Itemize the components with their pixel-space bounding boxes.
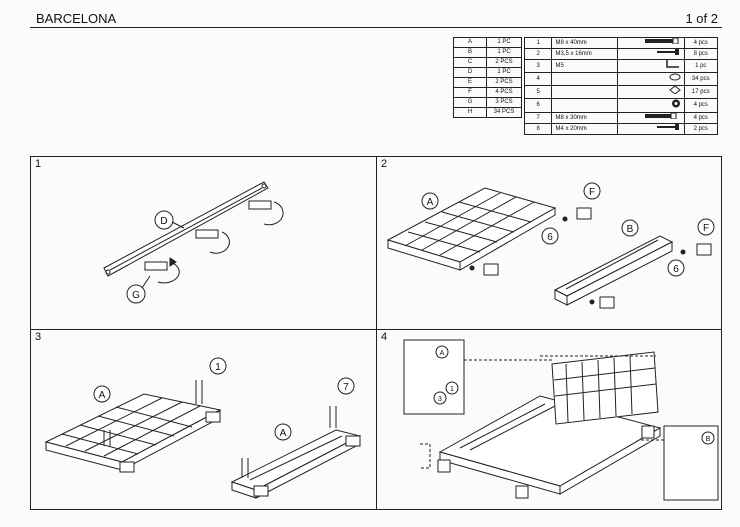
screw-icon — [656, 124, 679, 130]
svg-text:A: A — [427, 197, 434, 208]
header-rule — [30, 27, 722, 28]
svg-text:3: 3 — [438, 396, 442, 403]
callout-label: G — [132, 290, 140, 301]
svg-text:F: F — [703, 223, 709, 234]
step-number: 1 — [35, 158, 42, 170]
callout-label: D — [160, 216, 167, 227]
leg-piece — [195, 229, 230, 254]
svg-text:B: B — [627, 224, 634, 235]
svg-text:A: A — [440, 350, 445, 357]
washer-icon — [669, 73, 681, 81]
svg-text:1: 1 — [215, 362, 221, 373]
leg-piece — [248, 200, 284, 226]
page-title: BARCELONA — [36, 11, 117, 26]
step-number: 4 — [381, 331, 388, 343]
svg-text:A: A — [280, 428, 287, 439]
svg-text:1: 1 — [450, 386, 454, 393]
svg-text:6: 6 — [673, 264, 679, 275]
leg-piece — [144, 257, 180, 284]
step2-drawing: A F 6 B F 6 — [386, 182, 715, 309]
step3-drawing: A 1 7 A — [44, 357, 362, 499]
svg-text:6: 6 — [547, 232, 553, 243]
svg-text:F: F — [589, 187, 595, 198]
page-number: 1 of 2 — [685, 11, 718, 26]
allen-key-icon — [665, 60, 679, 68]
screw-icon — [656, 49, 679, 55]
nut-icon — [671, 99, 680, 108]
svg-text:B: B — [706, 436, 711, 443]
step-number: 2 — [381, 158, 388, 170]
step1-drawing: D G — [103, 181, 284, 304]
svg-text:A: A — [99, 390, 106, 401]
step4-drawing: A 3 1 B — [403, 339, 719, 501]
step-number: 3 — [35, 331, 42, 343]
svg-text:7: 7 — [343, 382, 349, 393]
step-panel-1: 1 — [30, 156, 377, 330]
